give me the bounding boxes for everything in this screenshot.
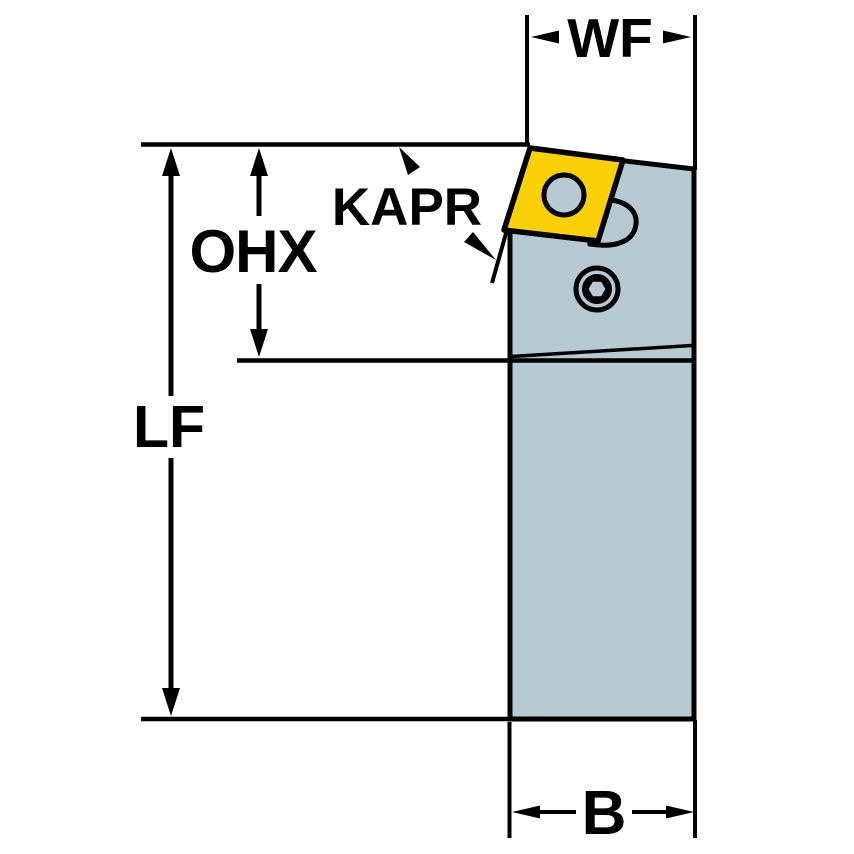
- b-dimension: B: [512, 779, 694, 848]
- insert: [501, 145, 626, 244]
- lf-dimension: LF: [133, 148, 585, 722]
- b-arrow-right: [666, 805, 694, 819]
- ohx-label: OHX: [189, 218, 317, 285]
- lf-label: LF: [133, 394, 205, 460]
- reference-lines: [141, 15, 697, 838]
- b-arrow-left: [512, 805, 540, 819]
- kapr-annotation: KAPR: [332, 147, 496, 260]
- lf-arrow-up: [162, 148, 180, 176]
- kapr-arrow-lower: [464, 232, 496, 260]
- wf-label: WF: [567, 7, 653, 69]
- ohx-dimension: OHX: [189, 148, 318, 357]
- b-label: B: [582, 779, 627, 848]
- wf-dimension: WF: [531, 7, 691, 69]
- kapr-arrow-upper: [399, 147, 420, 175]
- wf-arrow-right: [663, 30, 691, 44]
- ohx-arrow-down: [250, 329, 268, 357]
- lf-arrow-down: [162, 688, 180, 716]
- head-shank-junction-line: [510, 343, 693, 359]
- kapr-label: KAPR: [332, 178, 482, 237]
- clamp-screw: [573, 265, 621, 313]
- wf-arrow-left: [531, 30, 559, 44]
- insert-hole: [541, 172, 587, 218]
- ohx-arrow-up: [250, 148, 268, 176]
- screw-hex-socket: [583, 277, 611, 301]
